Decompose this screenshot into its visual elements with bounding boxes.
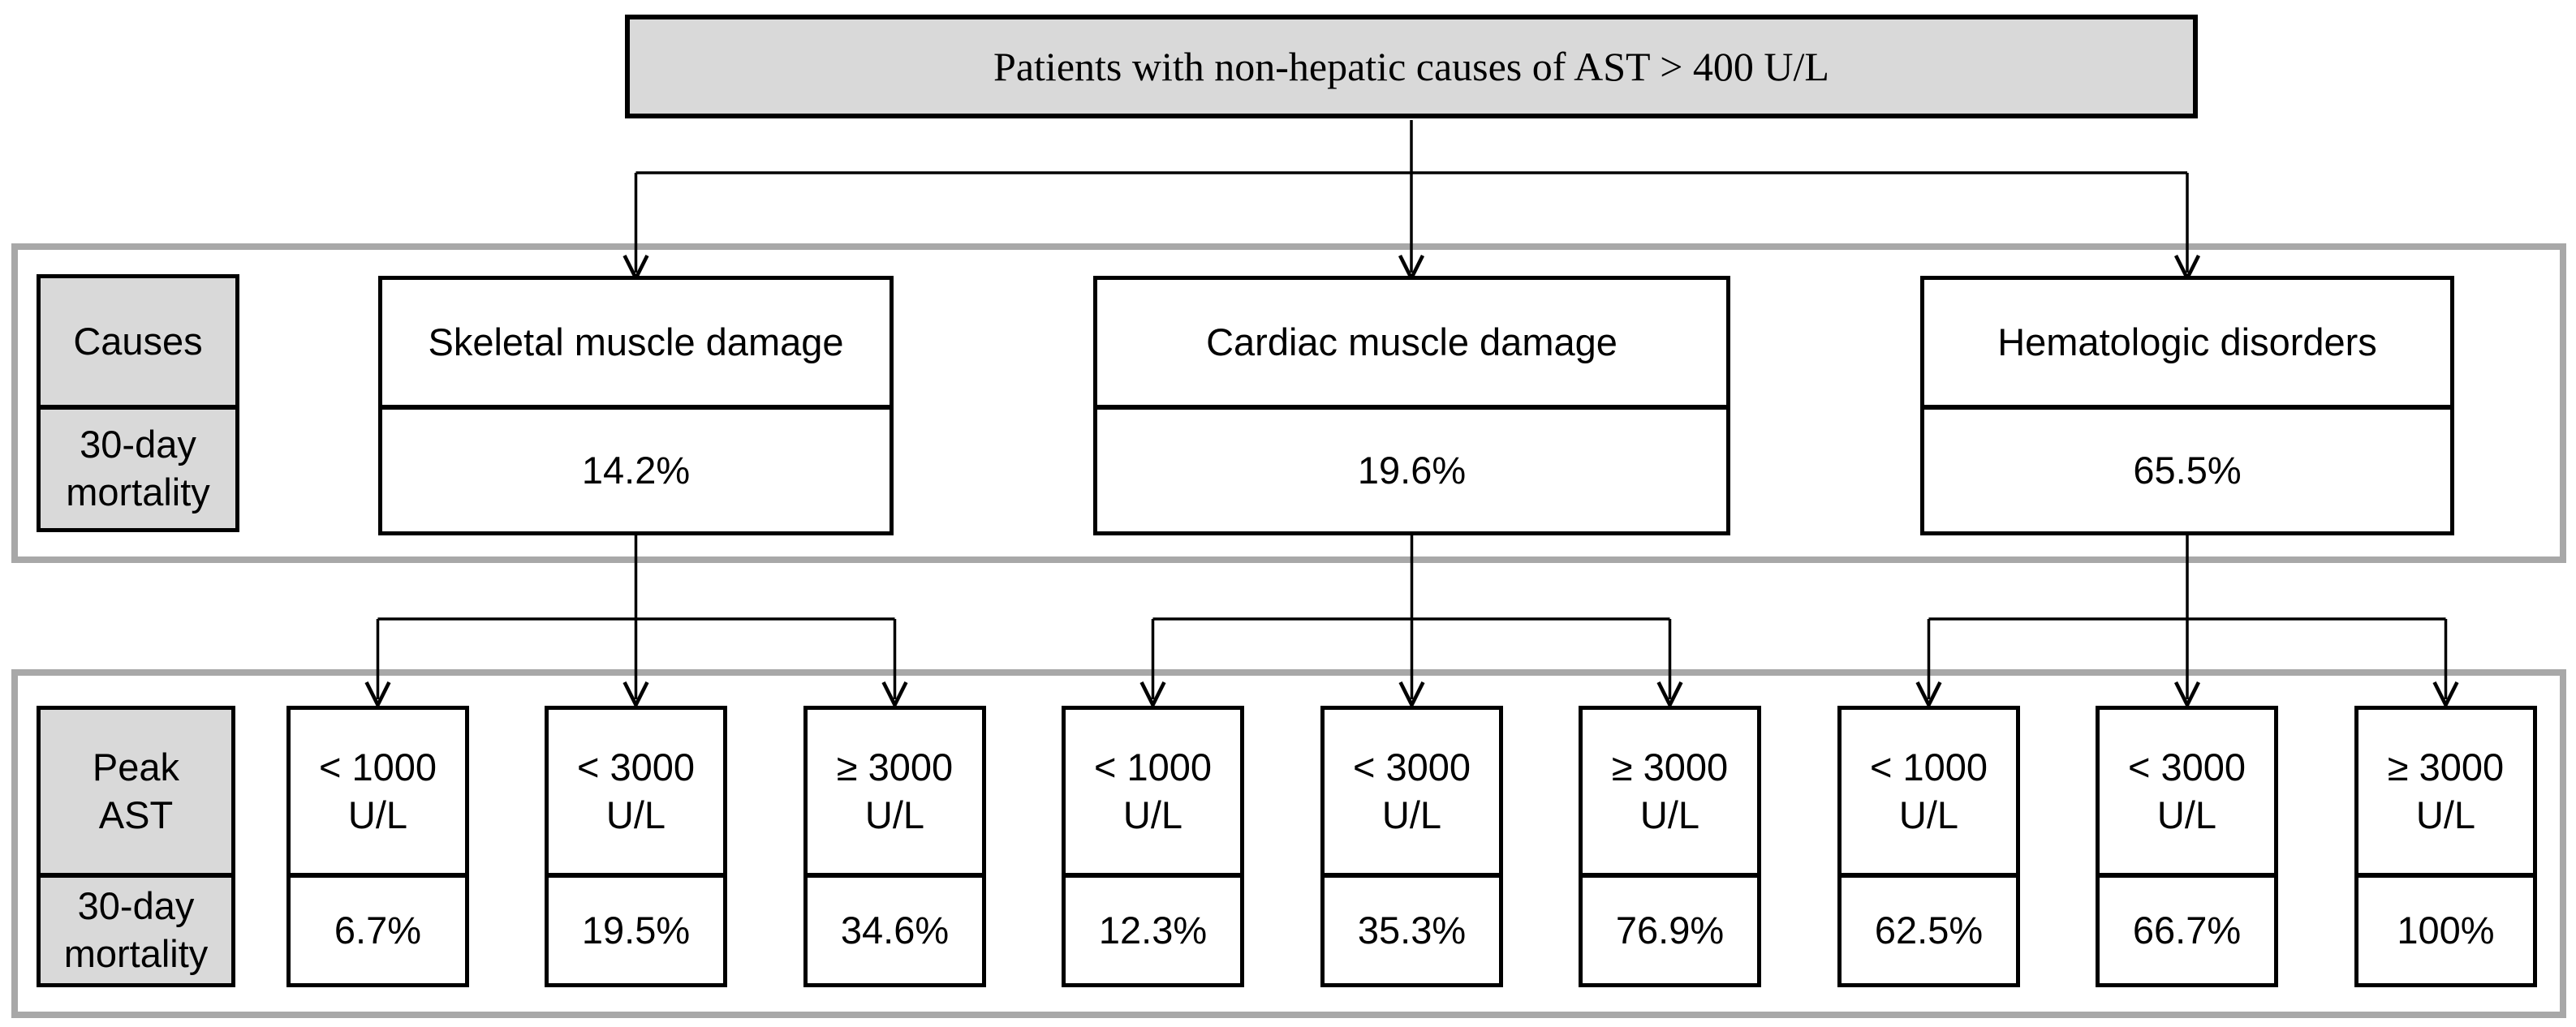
peak-ast-cell: < 1000 U/L xyxy=(1066,710,1240,878)
row1-header-mortality-cell: 30-day mortality xyxy=(41,410,235,528)
peak-ast-cell: < 3000 U/L xyxy=(549,710,723,878)
child-mortality-cell: 6.7% xyxy=(291,878,465,983)
mortality-value: 19.5% xyxy=(581,908,691,952)
row1-header-metric-line2: mortality xyxy=(66,471,210,514)
cause-name: Hematologic disorders xyxy=(1997,320,2377,363)
peak-ast-cell: ≥ 3000 U/L xyxy=(2358,710,2533,878)
child-mortality-cell: 100% xyxy=(2358,878,2533,983)
mortality-value: 6.7% xyxy=(334,908,422,952)
mortality-value: 19.6% xyxy=(1357,448,1467,492)
peak-ast-unit: U/L xyxy=(2156,793,2217,836)
root-node: Patients with non-hepatic causes of AST … xyxy=(625,15,2198,118)
peak-ast-node-hematologic-lt1000: < 1000 U/L 62.5% xyxy=(1837,706,2020,987)
row1-header-metric-line1: 30-day xyxy=(80,423,196,466)
row2-header-metric-line2: mortality xyxy=(63,932,209,975)
mortality-value: 35.3% xyxy=(1357,908,1467,952)
row2-header-label-line1: Peak xyxy=(92,745,180,789)
child-mortality-cell: 12.3% xyxy=(1066,878,1240,983)
peak-ast-cell: ≥ 3000 U/L xyxy=(1583,710,1757,878)
peak-ast-value: ≥ 3000 xyxy=(1611,745,1729,789)
row1-header-label: Causes xyxy=(73,319,203,363)
peak-ast-cell: < 1000 U/L xyxy=(291,710,465,878)
peak-ast-node-skeletal-ge3000: ≥ 3000 U/L 34.6% xyxy=(803,706,986,987)
cause-name-cell: Hematologic disorders xyxy=(1924,280,2450,410)
row2-header-box: Peak AST 30-day mortality xyxy=(37,706,235,987)
peak-ast-unit: U/L xyxy=(605,793,666,836)
cause-mortality-cell: 65.5% xyxy=(1924,410,2450,531)
peak-ast-unit: U/L xyxy=(864,793,925,836)
row2-header-peak-ast-cell: Peak AST xyxy=(41,710,231,878)
cause-name: Cardiac muscle damage xyxy=(1206,320,1618,363)
child-mortality-cell: 66.7% xyxy=(2100,878,2274,983)
peak-ast-unit: U/L xyxy=(1898,793,1959,836)
peak-ast-node-hematologic-lt3000: < 3000 U/L 66.7% xyxy=(2096,706,2278,987)
child-mortality-cell: 35.3% xyxy=(1325,878,1499,983)
peak-ast-unit: U/L xyxy=(2415,793,2476,836)
mortality-value: 62.5% xyxy=(1874,908,1984,952)
mortality-value: 34.6% xyxy=(840,908,950,952)
child-mortality-cell: 76.9% xyxy=(1583,878,1757,983)
cause-name-cell: Cardiac muscle damage xyxy=(1097,280,1726,410)
mortality-value: 66.7% xyxy=(2132,908,2242,952)
root-node-title: Patients with non-hepatic causes of AST … xyxy=(993,44,1829,89)
cause-mortality-cell: 14.2% xyxy=(382,410,890,531)
row1-header-box: Causes 30-day mortality xyxy=(37,274,239,532)
peak-ast-node-cardiac-ge3000: ≥ 3000 U/L 76.9% xyxy=(1579,706,1761,987)
peak-ast-value: < 3000 xyxy=(2127,745,2246,789)
cause-name: Skeletal muscle damage xyxy=(428,320,844,363)
peak-ast-value: < 3000 xyxy=(1352,745,1471,789)
peak-ast-value: < 1000 xyxy=(318,745,437,789)
peak-ast-cell: < 3000 U/L xyxy=(2100,710,2274,878)
peak-ast-node-skeletal-lt3000: < 3000 U/L 19.5% xyxy=(545,706,727,987)
peak-ast-cell: < 3000 U/L xyxy=(1325,710,1499,878)
peak-ast-value: ≥ 3000 xyxy=(836,745,954,789)
cause-mortality-cell: 19.6% xyxy=(1097,410,1726,531)
child-mortality-cell: 19.5% xyxy=(549,878,723,983)
cause-name-cell: Skeletal muscle damage xyxy=(382,280,890,410)
mortality-value: 65.5% xyxy=(2133,448,2242,492)
row2-header-metric-line1: 30-day xyxy=(77,884,195,928)
peak-ast-unit: U/L xyxy=(1122,793,1183,836)
cause-node-skeletal: Skeletal muscle damage 14.2% xyxy=(378,276,894,535)
child-mortality-cell: 34.6% xyxy=(808,878,982,983)
mortality-value: 100% xyxy=(2397,908,2495,952)
mortality-value: 12.3% xyxy=(1098,908,1208,952)
cause-node-hematologic: Hematologic disorders 65.5% xyxy=(1920,276,2454,535)
mortality-value: 76.9% xyxy=(1615,908,1725,952)
peak-ast-value: < 1000 xyxy=(1093,745,1213,789)
peak-ast-node-cardiac-lt3000: < 3000 U/L 35.3% xyxy=(1320,706,1503,987)
row1-header-causes-cell: Causes xyxy=(41,278,235,410)
child-mortality-cell: 62.5% xyxy=(1842,878,2016,983)
peak-ast-value: < 3000 xyxy=(576,745,696,789)
peak-ast-node-cardiac-lt1000: < 1000 U/L 12.3% xyxy=(1062,706,1244,987)
peak-ast-cell: ≥ 3000 U/L xyxy=(808,710,982,878)
peak-ast-cell: < 1000 U/L xyxy=(1842,710,2016,878)
peak-ast-unit: U/L xyxy=(347,793,408,836)
peak-ast-unit: U/L xyxy=(1381,793,1442,836)
row2-header-mortality-cell: 30-day mortality xyxy=(41,878,231,983)
peak-ast-value: ≥ 3000 xyxy=(2387,745,2505,789)
peak-ast-value: < 1000 xyxy=(1869,745,1988,789)
peak-ast-node-hematologic-ge3000: ≥ 3000 U/L 100% xyxy=(2354,706,2537,987)
peak-ast-node-skeletal-lt1000: < 1000 U/L 6.7% xyxy=(286,706,469,987)
peak-ast-unit: U/L xyxy=(1639,793,1700,836)
row2-header-label-line2: AST xyxy=(98,793,174,836)
mortality-value: 14.2% xyxy=(581,448,691,492)
cause-node-cardiac: Cardiac muscle damage 19.6% xyxy=(1093,276,1730,535)
